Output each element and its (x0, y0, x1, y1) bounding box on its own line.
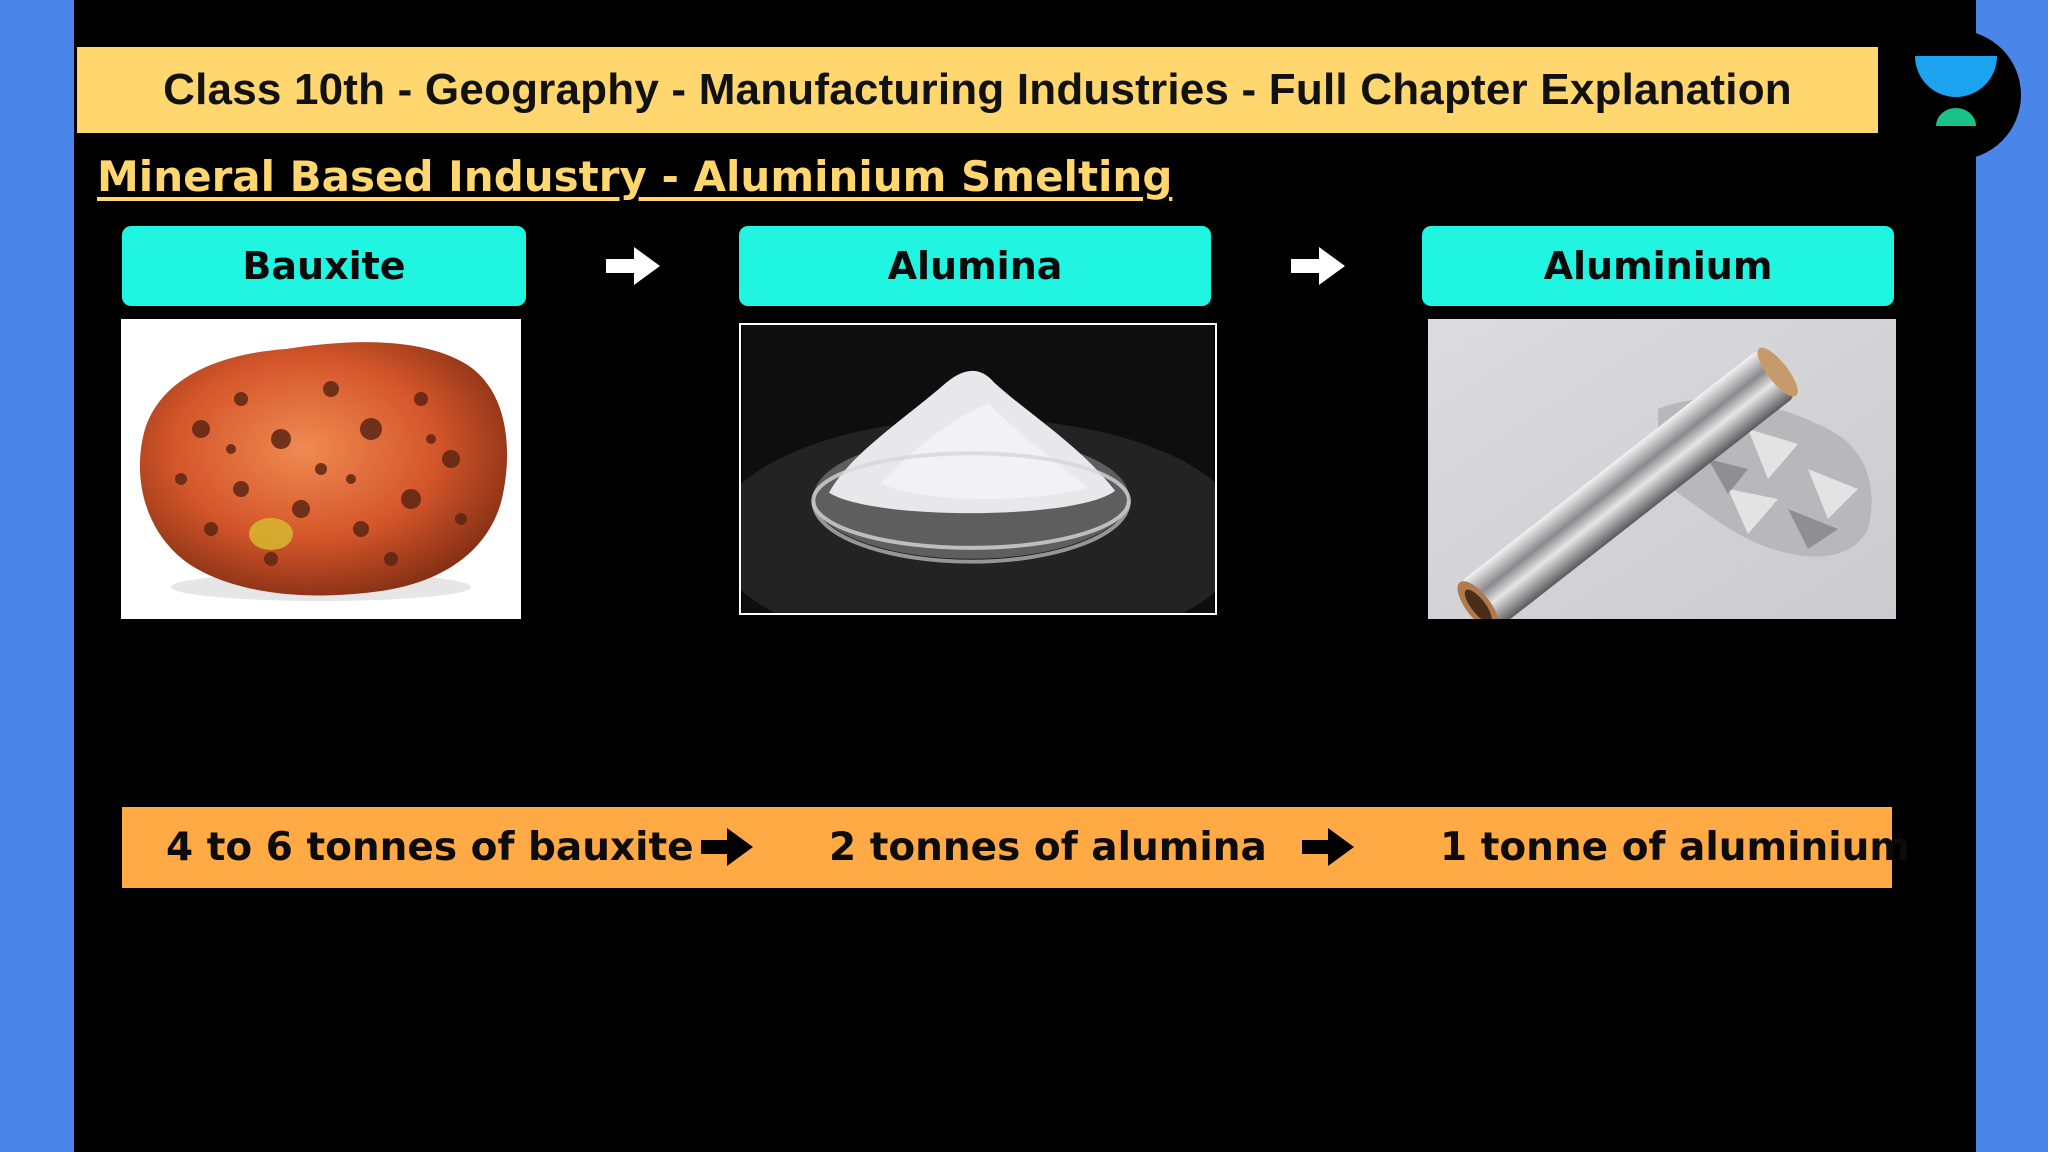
ratio-bar: 4 to 6 tonnes of bauxite 2 tonnes of alu… (122, 807, 1910, 888)
right-arrow-icon (1291, 247, 1345, 285)
step-label-bauxite: Bauxite (122, 226, 526, 306)
ratio-alumina-text: 2 tonnes of alumina (829, 825, 1267, 870)
bauxite-image (121, 319, 521, 619)
logo-mark-icon (1915, 56, 1997, 126)
right-arrow-icon (1302, 828, 1354, 866)
right-arrow-icon (606, 247, 660, 285)
page-title: Class 10th - Geography - Manufacturing I… (163, 65, 1792, 114)
unacademy-logo (1891, 30, 2021, 160)
step-label-aluminium: Aluminium (1422, 226, 1894, 306)
aluminium-image (1428, 319, 1896, 619)
title-bar: Class 10th - Geography - Manufacturing I… (77, 47, 1878, 133)
right-arrow-icon (701, 828, 753, 866)
step-label-alumina: Alumina (739, 226, 1211, 306)
ratio-aluminium-text: 1 tonne of aluminium (1440, 825, 1911, 870)
ratio-bauxite-text: 4 to 6 tonnes of bauxite (166, 825, 694, 870)
section-subtitle: Mineral Based Industry - Aluminium Smelt… (97, 152, 1173, 201)
alumina-image (739, 323, 1217, 615)
